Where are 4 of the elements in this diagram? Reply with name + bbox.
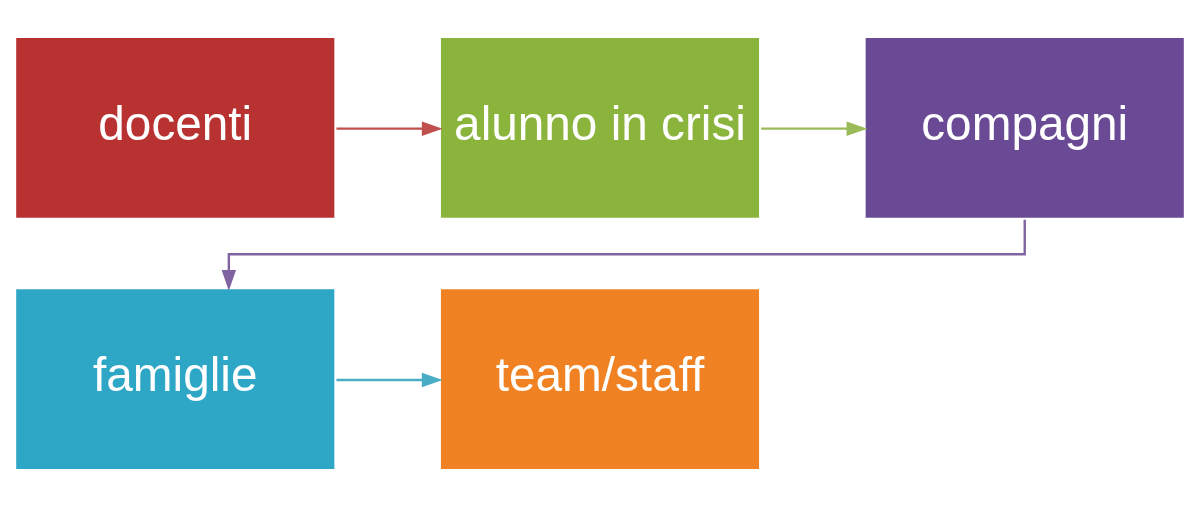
arrow	[336, 372, 443, 387]
arrow	[336, 120, 443, 136]
arrow	[221, 219, 1026, 291]
arrow	[761, 120, 868, 136]
